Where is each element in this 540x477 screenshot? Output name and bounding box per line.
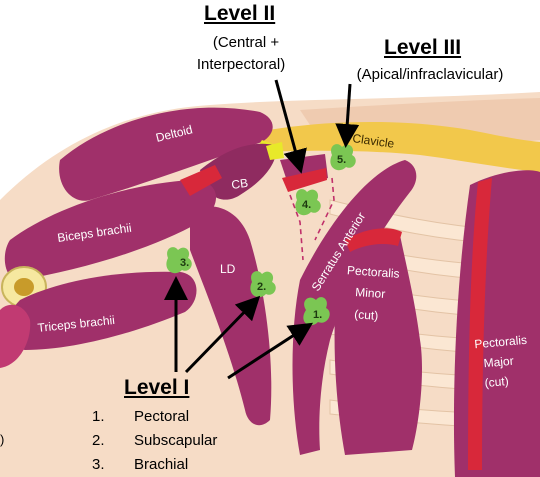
latissimus-dorsi-muscle xyxy=(190,206,272,426)
node-label-5: 5. xyxy=(337,154,346,166)
level-1-title: Level I xyxy=(124,376,190,399)
pectoralis-major-muscle xyxy=(453,170,540,477)
arrow-level3 xyxy=(335,83,360,148)
legend-label: Subscapular xyxy=(134,432,218,449)
pectoralis-major-cut-edge xyxy=(468,178,492,470)
biceps-muscle xyxy=(4,179,217,281)
legend-label: Pectoral xyxy=(134,408,190,425)
pec-minor-yellow-attach xyxy=(266,142,284,160)
corner-mark: ) xyxy=(0,432,4,447)
pec-minor-origin-red xyxy=(282,168,327,192)
coracobrachialis-muscle xyxy=(200,143,276,200)
legend-item-pectoral: 1. Pectoral xyxy=(92,408,189,425)
lymph-node-4: 4. xyxy=(295,189,321,216)
pectoralis-minor-muscle xyxy=(334,231,423,455)
label-pec-minor-line2: Minor xyxy=(355,285,386,301)
level-3-subtitle: (Apical/infraclavicular) xyxy=(356,66,504,83)
label-pec-major-line3: (cut) xyxy=(484,374,509,390)
level-boundary-line-left xyxy=(289,194,304,261)
legend-item-subscapular: 2. Subscapular xyxy=(92,432,217,449)
label-ld: LD xyxy=(220,262,236,276)
label-pec-major-line2: Major xyxy=(483,354,514,371)
label-clavicle: Clavicle xyxy=(352,131,396,151)
level-2-subtitle-line1: (Central + xyxy=(212,34,280,51)
legend-item-brachial: 3. Brachial xyxy=(92,456,188,473)
legend-num: 2. xyxy=(92,432,105,449)
deltoid-muscle xyxy=(59,107,273,201)
node-label-3: 3. xyxy=(180,257,189,269)
node-label-4: 4. xyxy=(302,199,311,211)
pectoralis-minor-cut-edge xyxy=(345,228,402,252)
arrow-level1-subscapular xyxy=(184,295,261,374)
arrow-level2 xyxy=(274,79,307,174)
legend-num: 3. xyxy=(92,456,105,473)
legend-num: 1. xyxy=(92,408,105,425)
lymph-node-3: 3. xyxy=(166,247,192,274)
arrow-level1-pectoral xyxy=(227,322,314,380)
legend-label: Brachial xyxy=(134,456,189,473)
clavicle-bone xyxy=(258,121,540,172)
label-pec-major-line1: Pectoralis xyxy=(474,333,528,352)
lymph-node-5: 5. xyxy=(330,144,356,171)
forearm xyxy=(0,304,31,368)
label-pec-minor-line1: Pectoralis xyxy=(347,263,401,281)
level-2-subtitle-line2: Interpectoral) xyxy=(196,56,286,73)
biceps-red-tendon xyxy=(180,165,222,196)
label-cb: CB xyxy=(230,176,248,192)
node-label-2: 2. xyxy=(257,281,266,293)
humerus-marrow xyxy=(14,278,34,296)
lymph-node-2: 2. xyxy=(250,271,276,298)
level-2-title: Level II xyxy=(204,2,276,25)
label-pec-minor-line3: (cut) xyxy=(354,307,379,323)
level-boundary-line-right xyxy=(314,177,335,241)
lymph-node-1: 1. xyxy=(303,297,330,326)
node-label-1: 1. xyxy=(313,309,322,321)
level-3-title: Level III xyxy=(384,36,462,59)
triceps-muscle xyxy=(7,271,197,350)
